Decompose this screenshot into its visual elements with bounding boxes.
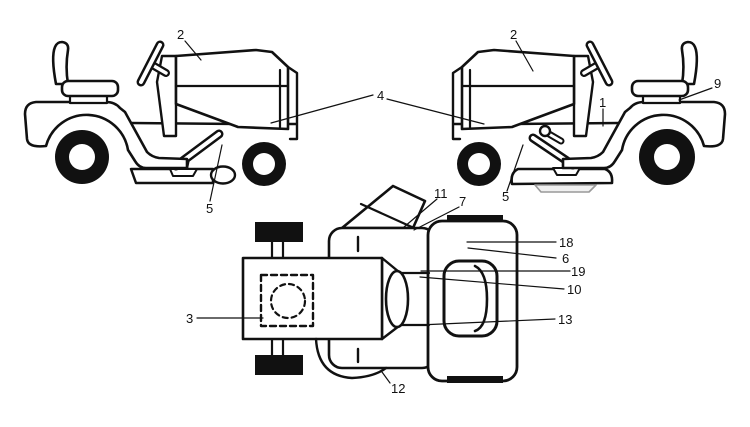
- steering-column-face: [152, 64, 168, 75]
- callout-7: 7: [459, 194, 466, 209]
- deck-hanger-base: [169, 168, 198, 177]
- discharge-chute-fold: [359, 202, 416, 230]
- front-wheel-bottom: [255, 355, 303, 375]
- front-wheel-hub: [468, 153, 490, 175]
- seat-cushion: [630, 79, 690, 98]
- seat-back: [51, 40, 70, 86]
- front-bumper: [286, 65, 299, 141]
- steering-wheel-top-view: [384, 269, 410, 329]
- seat-cushion: [60, 79, 120, 98]
- leader-10: [419, 276, 565, 290]
- steering-wheel-face: [588, 43, 611, 84]
- front-wheel-top: [255, 222, 303, 242]
- callout-2-right: 2: [510, 27, 517, 42]
- leader-12: [381, 371, 391, 384]
- leader-13: [418, 318, 556, 326]
- leader-11: [403, 198, 438, 228]
- rear-wheel-bottom: [447, 376, 503, 383]
- tractor-right-side-view: [451, 40, 727, 193]
- seat-back: [680, 40, 699, 86]
- callout-10: 10: [567, 282, 581, 297]
- leader-4-left: [270, 94, 374, 124]
- leader-9: [678, 87, 713, 101]
- engine-circle-dashed: [269, 282, 307, 320]
- callout-19: 19: [571, 264, 585, 279]
- lift-lever-knob: [538, 124, 552, 138]
- discharge-chute: [340, 184, 427, 230]
- callout-9: 9: [714, 76, 721, 91]
- leader-6: [467, 247, 557, 259]
- leader-2-left: [184, 40, 202, 61]
- lift-lever-face: [547, 132, 563, 143]
- leader-lines: [184, 40, 713, 384]
- callout-11: 11: [434, 186, 448, 201]
- drive-belt-arc: [314, 337, 388, 380]
- rear-wheel-hub: [654, 144, 680, 170]
- callout-13: 13: [558, 312, 572, 327]
- engine-outline-dashed: [259, 273, 315, 328]
- steering-column-face: [582, 64, 598, 75]
- callout-4: 4: [377, 88, 384, 103]
- hood: [174, 48, 290, 131]
- rear-wheel-hub: [69, 144, 95, 170]
- callout-1: 1: [599, 95, 606, 110]
- callout-18: 18: [559, 235, 573, 250]
- callout-12: 12: [391, 381, 405, 396]
- callout-3: 3: [186, 311, 193, 326]
- leader-5-left: [209, 144, 223, 202]
- leader-7: [413, 206, 460, 231]
- steering-wheel-face: [139, 43, 162, 84]
- front-bumper: [451, 65, 464, 141]
- leader-5-right: [506, 144, 524, 192]
- callout-6: 6: [562, 251, 569, 266]
- callout-labels: 2 2 4 1 9 5 5 11 7 18 6 19 10 13 3 12: [177, 27, 721, 396]
- leader-4-right: [386, 98, 485, 125]
- rear-wheel-top: [447, 215, 503, 222]
- front-wheel-hub: [253, 153, 275, 175]
- callout-5-left: 5: [206, 201, 213, 216]
- hood: [460, 48, 576, 131]
- callout-2-left: 2: [177, 27, 184, 42]
- tractor-left-side-view: [23, 40, 299, 186]
- tractor-top-view: [241, 184, 519, 383]
- deck-shadow: [534, 184, 597, 193]
- seat-top-view: [442, 259, 499, 338]
- callout-5-right: 5: [502, 189, 509, 204]
- leader-2-right: [515, 40, 534, 72]
